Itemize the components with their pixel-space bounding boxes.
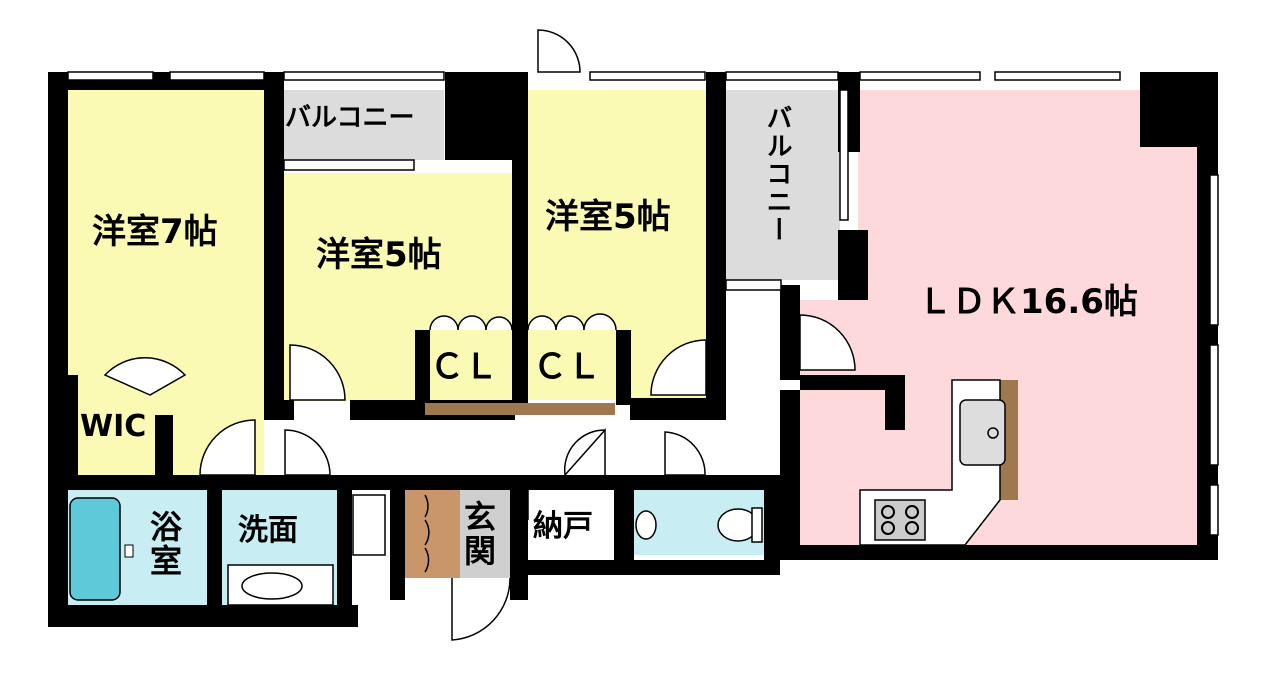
- room-label-ldk: ＬＤＫ16.6帖: [918, 282, 1138, 322]
- ldk-floor: [800, 90, 1197, 545]
- entrance-wood-floor: [405, 490, 460, 578]
- windows: [67, 71, 1219, 536]
- room-label-balcony-top: バルコニー: [285, 103, 415, 133]
- closet-wood-strip: [425, 403, 615, 415]
- washing-machine-icon: [352, 494, 386, 556]
- entrance-floor: [460, 490, 510, 578]
- room-label-western-7: 洋室7帖: [92, 212, 218, 252]
- door-swings: [103, 29, 856, 641]
- room-label-bath: 浴室: [145, 510, 183, 578]
- balcony-top-floor: [284, 90, 444, 160]
- room-label-western-5a: 洋室5帖: [316, 235, 442, 275]
- western-room-7-floor: [67, 90, 264, 475]
- room-label-closet-b: ＣＬ: [533, 347, 601, 387]
- sink-icon: [959, 399, 1006, 466]
- shoe-closet: [424, 494, 430, 573]
- bathtub-icon: [69, 497, 121, 601]
- hallway-floor: [284, 420, 780, 475]
- room-label-closet-a: ＣＬ: [430, 347, 498, 387]
- room-label-storage: 納戸: [533, 509, 593, 544]
- stove-icon: [874, 499, 926, 541]
- room-label-entrance: 玄関: [459, 500, 497, 568]
- room-label-western-5b: 洋室5帖: [545, 197, 671, 237]
- room-label-wic: WIC: [80, 409, 147, 444]
- hand-sink-icon: [635, 510, 657, 540]
- room-label-balcony-side: バルコニー: [762, 104, 792, 244]
- closet-doors: [429, 313, 617, 331]
- balcony-side-floor: [725, 90, 840, 280]
- room-label-washroom: 洗面: [238, 513, 298, 548]
